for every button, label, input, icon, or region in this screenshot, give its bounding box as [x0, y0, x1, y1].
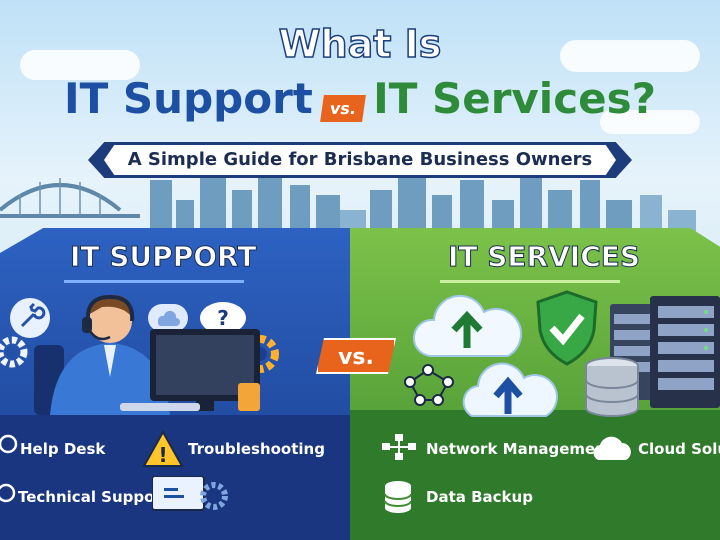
gear-icon [0, 336, 28, 368]
cloud-decoration [560, 40, 700, 72]
it-services-heading: IT SERVICES [447, 240, 641, 274]
cloud-icon [593, 436, 631, 460]
svg-text:!: ! [158, 443, 167, 467]
vs-badge: vs. [316, 338, 396, 374]
server-rack-icon [610, 296, 720, 408]
heading-underline [64, 280, 244, 283]
database-icon [585, 357, 639, 417]
title-it-services: IT Services? [373, 74, 656, 123]
cloud-bubble-icon [148, 304, 188, 332]
warning-icon: ! [142, 430, 184, 467]
wrench-icon [10, 298, 50, 338]
question-bubble-icon: ? [200, 302, 246, 334]
item-cloud-solutions: Cloud Solutio [638, 440, 720, 458]
cloud-upload-icon [462, 362, 558, 417]
headset-agent-icon [34, 294, 260, 415]
heading-underline [440, 280, 620, 283]
title-what-is: What Is [278, 21, 442, 67]
cloud-upload-icon [412, 294, 522, 357]
item-troubleshooting: Troubleshooting [188, 440, 325, 458]
cloud-decoration [20, 50, 140, 80]
item-technical-support: Technical Support [18, 488, 170, 506]
network-icon [404, 364, 454, 406]
data-backup-icon [384, 481, 412, 513]
svg-text:?: ? [217, 306, 229, 330]
shield-check-icon [536, 290, 598, 366]
it-support-heading: IT SUPPORT [69, 240, 257, 274]
item-help-desk: Help Desk [20, 440, 106, 458]
title-it-support: IT Support [64, 74, 313, 123]
network-management-icon [382, 434, 416, 460]
item-data-backup: Data Backup [426, 488, 533, 506]
main-title: IT Support vs. IT Services? [0, 74, 720, 123]
subtitle-text: A Simple Guide for Brisbane Business Own… [104, 145, 616, 175]
help-desk-icon [0, 434, 18, 454]
cloud-decoration [600, 110, 700, 134]
item-network-management: Network Management [426, 440, 614, 458]
title-vs-badge: vs. [320, 95, 366, 122]
computer-icon [152, 476, 228, 511]
technical-support-icon [0, 483, 16, 503]
services-ground-surface [350, 410, 720, 540]
